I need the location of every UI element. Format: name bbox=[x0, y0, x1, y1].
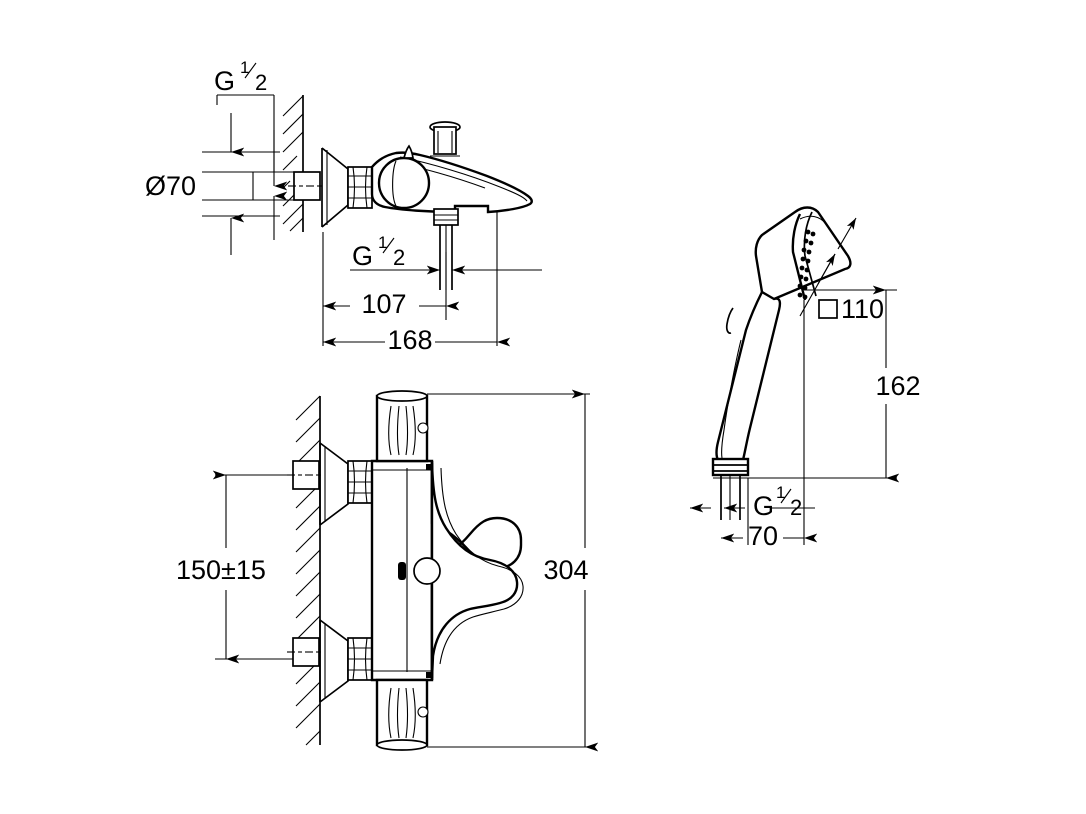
dim-label-304: 304 bbox=[543, 555, 588, 585]
dim-label-dia-70: Ø70 bbox=[145, 171, 196, 201]
dim-g-half-hose: G 1 2 bbox=[690, 483, 815, 521]
escutcheon-upper bbox=[319, 442, 349, 526]
dim-label-g-half-top-den: 2 bbox=[255, 70, 267, 95]
view-bath-spout: G 1 2 Ø70 G 1 2 bbox=[145, 58, 542, 355]
handle-top bbox=[375, 390, 429, 463]
dim-label-g-half-outlet-main: G bbox=[352, 241, 373, 271]
mixer-body bbox=[370, 459, 524, 682]
dim-label-g-half-top-main: G bbox=[214, 66, 235, 96]
spout-body bbox=[370, 144, 533, 214]
spray-nozzles bbox=[797, 229, 816, 300]
view-hand-shower: 110 162 G 1 2 bbox=[690, 206, 921, 551]
hand-shower-head bbox=[754, 206, 852, 301]
wall-connector-lower bbox=[287, 637, 321, 667]
dim-label-110: 110 bbox=[841, 294, 884, 324]
dim-label-g-half-outlet-num: 1 bbox=[378, 233, 387, 252]
dim-150-15: 150±15 bbox=[176, 470, 293, 664]
dim-label-150-15: 150±15 bbox=[176, 555, 266, 585]
wall-hatching-top bbox=[282, 95, 304, 232]
dim-304: 304 bbox=[427, 389, 599, 752]
union-nut-upper bbox=[347, 460, 373, 504]
escutcheon-lower bbox=[319, 619, 349, 703]
dim-162: 162 bbox=[866, 285, 921, 483]
dim-label-107: 107 bbox=[361, 289, 406, 319]
wall-hatching-bottom bbox=[295, 395, 321, 746]
hose-connector bbox=[711, 457, 750, 520]
union-nut-top bbox=[347, 166, 373, 209]
dim-168: 168 bbox=[323, 325, 511, 355]
dim-label-70: 70 bbox=[748, 521, 778, 551]
dim-label-g-half-hose-main: G bbox=[753, 491, 774, 521]
view-thermostat-mixer: 150±15 304 bbox=[176, 389, 599, 752]
dim-label-168: 168 bbox=[387, 325, 432, 355]
escutcheon-top bbox=[321, 147, 349, 228]
dim-label-g-half-hose-num: 1 bbox=[776, 483, 785, 502]
wall-connector-top bbox=[288, 171, 322, 201]
dim-g-half-top: G 1 2 bbox=[202, 58, 288, 255]
shower-outlet-top bbox=[433, 208, 459, 290]
dim-label-g-half-hose-den: 2 bbox=[790, 495, 802, 520]
union-nut-lower bbox=[347, 637, 373, 681]
dim-label-162: 162 bbox=[875, 371, 920, 401]
dim-dia-70: Ø70 bbox=[145, 171, 296, 201]
dim-square-110: 110 bbox=[799, 217, 884, 324]
diverter-knob-top bbox=[429, 121, 461, 157]
dim-label-g-half-outlet-den: 2 bbox=[393, 245, 405, 270]
dim-70: 70 bbox=[721, 521, 818, 551]
hand-shower-handle bbox=[715, 290, 782, 462]
dim-label-g-half-top-num: 1 bbox=[240, 58, 249, 77]
dim-g-half-outlet: G 1 2 bbox=[350, 233, 542, 275]
handle-bottom bbox=[375, 678, 429, 751]
dim-107: 107 bbox=[323, 252, 460, 320]
